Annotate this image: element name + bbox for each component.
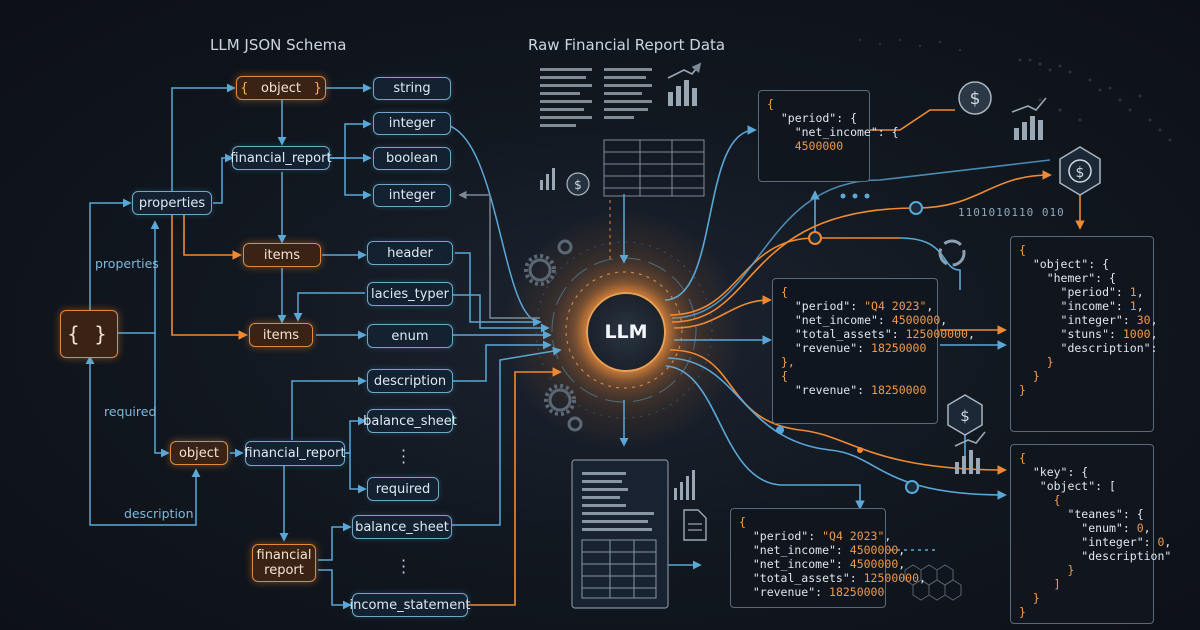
llm-core[interactable]: LLM <box>586 292 666 372</box>
binary-text: 1101010110 010 <box>958 206 1065 219</box>
json-card-line: } <box>1019 383 1026 397</box>
open-brace-glyph: { <box>240 80 249 96</box>
json-card-line: ] <box>1019 577 1061 591</box>
json-card-line: { <box>781 369 788 383</box>
json-card-middle: { "period": "Q4 2023", "net_income": 450… <box>772 278 975 424</box>
bar-chart-icons <box>540 80 1043 500</box>
json-card-line: "description" <box>1019 549 1172 563</box>
json-card-line: "net_income": { <box>767 125 899 139</box>
json-card-line: "period": "Q4 2023", <box>781 299 934 313</box>
hex-grid-decoration <box>904 564 962 601</box>
json-card-line: "object": { <box>1019 257 1110 271</box>
json-card-bottom: { "period": "Q4 2023", "net_income": 450… <box>730 508 926 608</box>
close-brace-glyph: } <box>313 80 322 96</box>
json-card-top: { "period": { "net_income": { 4500000 <box>758 90 899 182</box>
json-card-line: "period": { <box>767 111 858 125</box>
json-card-line: "description": <box>1019 341 1158 355</box>
json-card-line: "net_income": 4500000, <box>739 557 906 571</box>
edge-label-properties: properties <box>95 256 159 271</box>
json-card-line: { <box>739 515 746 529</box>
object-node-top[interactable]: { object } <box>236 76 326 100</box>
svg-text:$: $ <box>574 178 582 192</box>
json-card-line: } <box>1019 355 1054 369</box>
boolean-node[interactable]: boolean <box>373 147 451 170</box>
raw-data-title: Raw Financial Report Data <box>528 36 726 54</box>
json-card-line: "income": 1, <box>1019 299 1144 313</box>
json-card-line: "period": "Q4 2023", <box>739 529 892 543</box>
json-card-line: "stuns": 1000, <box>1019 327 1158 341</box>
json-card-line: "object": [ <box>1019 479 1116 493</box>
gear-icons <box>528 239 583 432</box>
json-card-line: "hemer": { <box>1019 271 1116 285</box>
json-card-line: 4500000 <box>767 139 844 153</box>
financial-report-node-1[interactable]: financial_report <box>230 146 332 170</box>
ellipsis-1: ··· <box>401 441 407 472</box>
svg-text:$: $ <box>1076 165 1085 181</box>
balance-sheet-node-1[interactable]: balance_sheet <box>363 409 457 433</box>
integer-node-2[interactable]: integer <box>373 184 451 207</box>
json-card-line: "revenue": 18250000 <box>781 341 927 355</box>
edge-label-required: required <box>104 404 157 419</box>
json-card-line: "revenue": 18250000 <box>781 383 927 397</box>
financial-report-node-2[interactable]: financial_report <box>244 441 346 466</box>
json-card-line: { <box>1019 451 1026 465</box>
ellipsis-2: ··· <box>401 551 407 582</box>
json-card-line: "revenue": 18250000 <box>739 585 885 599</box>
json-card-right-top: { "object": { "hemer": { "period": 1, "i… <box>1010 236 1158 432</box>
header-node[interactable]: header <box>367 241 453 265</box>
income-statement-node[interactable]: income_statement <box>349 593 471 617</box>
output-document <box>571 459 707 609</box>
lacies-typer-node[interactable]: lacies_typer <box>367 282 453 306</box>
string-node[interactable]: string <box>373 77 451 100</box>
object-node-mid[interactable]: object <box>170 441 228 465</box>
schema-root-node[interactable]: { } <box>60 310 118 358</box>
svg-text:$: $ <box>970 89 981 109</box>
items-node-1[interactable]: items <box>243 243 321 267</box>
raw-report-sheets <box>540 68 705 197</box>
items-node-2[interactable]: items <box>249 323 313 347</box>
json-card-line: "period": 1, <box>1019 285 1144 299</box>
json-card-line: } <box>1019 591 1040 605</box>
object-node-top-label: object <box>260 80 302 96</box>
json-card-line: { <box>1019 493 1061 507</box>
json-card-line: } <box>1019 563 1075 577</box>
json-card-line: } <box>1019 369 1040 383</box>
balance-sheet-node-2[interactable]: balance_sheet <box>352 515 452 539</box>
json-card-line: "enum": 0, <box>1019 521 1151 535</box>
json-card-line: } <box>1019 605 1026 619</box>
json-card-line: "net_income": 4500000, <box>781 313 948 327</box>
properties-node[interactable]: properties <box>132 191 212 215</box>
required-node[interactable]: required <box>367 477 439 501</box>
json-card-line: "total_assets": 125000000, <box>781 327 975 341</box>
enum-node[interactable]: enum <box>367 324 453 348</box>
json-card-line: "total_assets": 12500000, <box>739 571 926 585</box>
json-card-line: "integer": 0, <box>1019 535 1172 549</box>
json-card-line: "integer": 30, <box>1019 313 1158 327</box>
schema-title: LLM JSON Schema <box>210 36 347 54</box>
financial-report-node-3[interactable]: financial report <box>252 544 316 582</box>
json-card-line: { <box>767 97 774 111</box>
integer-node-1[interactable]: integer <box>373 112 451 135</box>
json-card-right-bottom: { "key": { "object": [ { "teanes": { "en… <box>1010 444 1172 624</box>
description-node[interactable]: description <box>367 369 453 393</box>
edge-label-description: description <box>124 506 194 521</box>
world-map-dots <box>858 38 1172 142</box>
svg-text:$: $ <box>960 407 970 425</box>
json-card-line: { <box>781 285 788 299</box>
json-card-line: "key": { <box>1019 465 1089 479</box>
json-card-line: "teanes": { <box>1019 507 1144 521</box>
json-card-line: }, <box>781 355 795 369</box>
json-card-line: "net_income": 4500000, <box>739 543 906 557</box>
json-card-line: { <box>1019 243 1026 257</box>
